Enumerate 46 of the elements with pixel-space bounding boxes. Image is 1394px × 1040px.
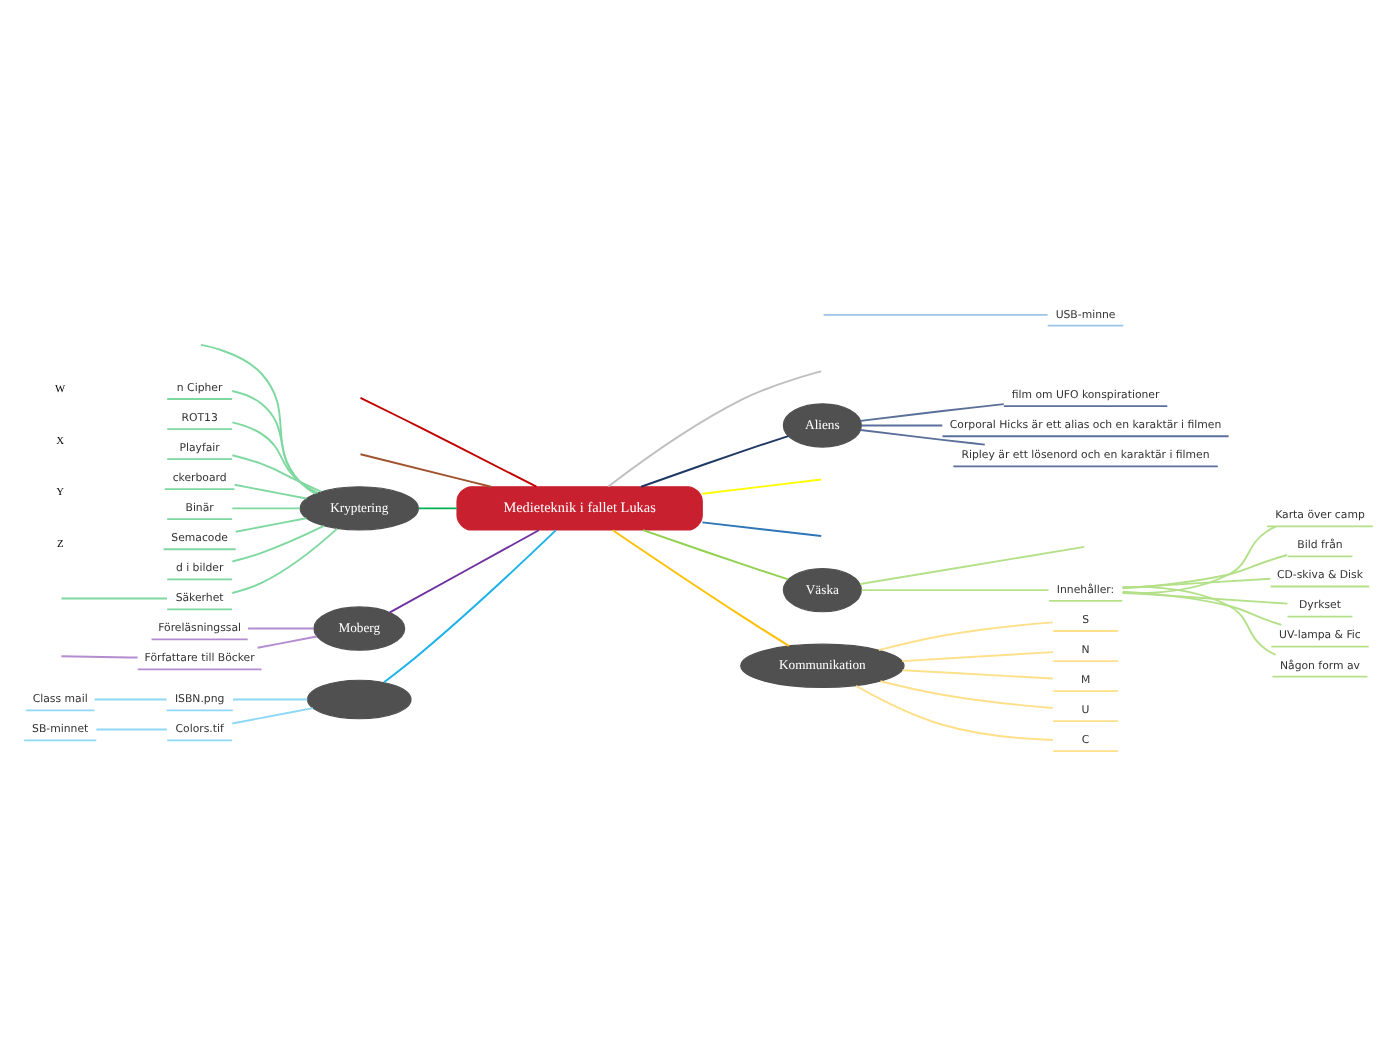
connector bbox=[247, 626, 315, 629]
connector bbox=[607, 369, 823, 487]
connector bbox=[1121, 576, 1272, 588]
connector bbox=[233, 482, 308, 499]
connector bbox=[1121, 553, 1288, 589]
connector bbox=[231, 389, 317, 494]
connector bbox=[611, 528, 790, 646]
connector bbox=[93, 697, 168, 700]
connector bbox=[901, 650, 1055, 662]
connector bbox=[232, 697, 309, 700]
connector bbox=[859, 428, 986, 445]
connector bbox=[879, 679, 1054, 708]
connector bbox=[855, 683, 1054, 740]
connector bbox=[642, 528, 790, 580]
connector bbox=[231, 506, 301, 509]
connector bbox=[901, 668, 1054, 679]
connector bbox=[859, 544, 1086, 584]
connector bbox=[860, 423, 944, 426]
connector bbox=[1121, 590, 1289, 604]
connector bbox=[640, 434, 790, 487]
connector bbox=[199, 342, 316, 494]
node-ellipse bbox=[307, 678, 412, 719]
connector bbox=[359, 395, 538, 487]
connector bbox=[860, 588, 1050, 591]
connector bbox=[234, 516, 308, 532]
connector bbox=[1121, 584, 1277, 655]
connector bbox=[231, 526, 339, 593]
connector bbox=[231, 524, 325, 562]
connector bbox=[877, 620, 1054, 651]
connector bbox=[231, 453, 323, 492]
connector bbox=[701, 520, 823, 536]
connector bbox=[60, 654, 139, 658]
connector bbox=[417, 506, 458, 509]
connector bbox=[1121, 589, 1283, 625]
connector bbox=[701, 477, 823, 494]
connector bbox=[359, 452, 492, 487]
connector bbox=[822, 312, 1049, 315]
connector bbox=[383, 528, 557, 683]
connector bbox=[95, 727, 168, 730]
connector bbox=[859, 402, 1005, 421]
connector bbox=[256, 634, 318, 648]
connector bbox=[388, 528, 540, 613]
connector bbox=[60, 596, 168, 599]
connector bbox=[231, 420, 319, 493]
connector bbox=[231, 706, 314, 724]
connector bbox=[1121, 524, 1277, 594]
